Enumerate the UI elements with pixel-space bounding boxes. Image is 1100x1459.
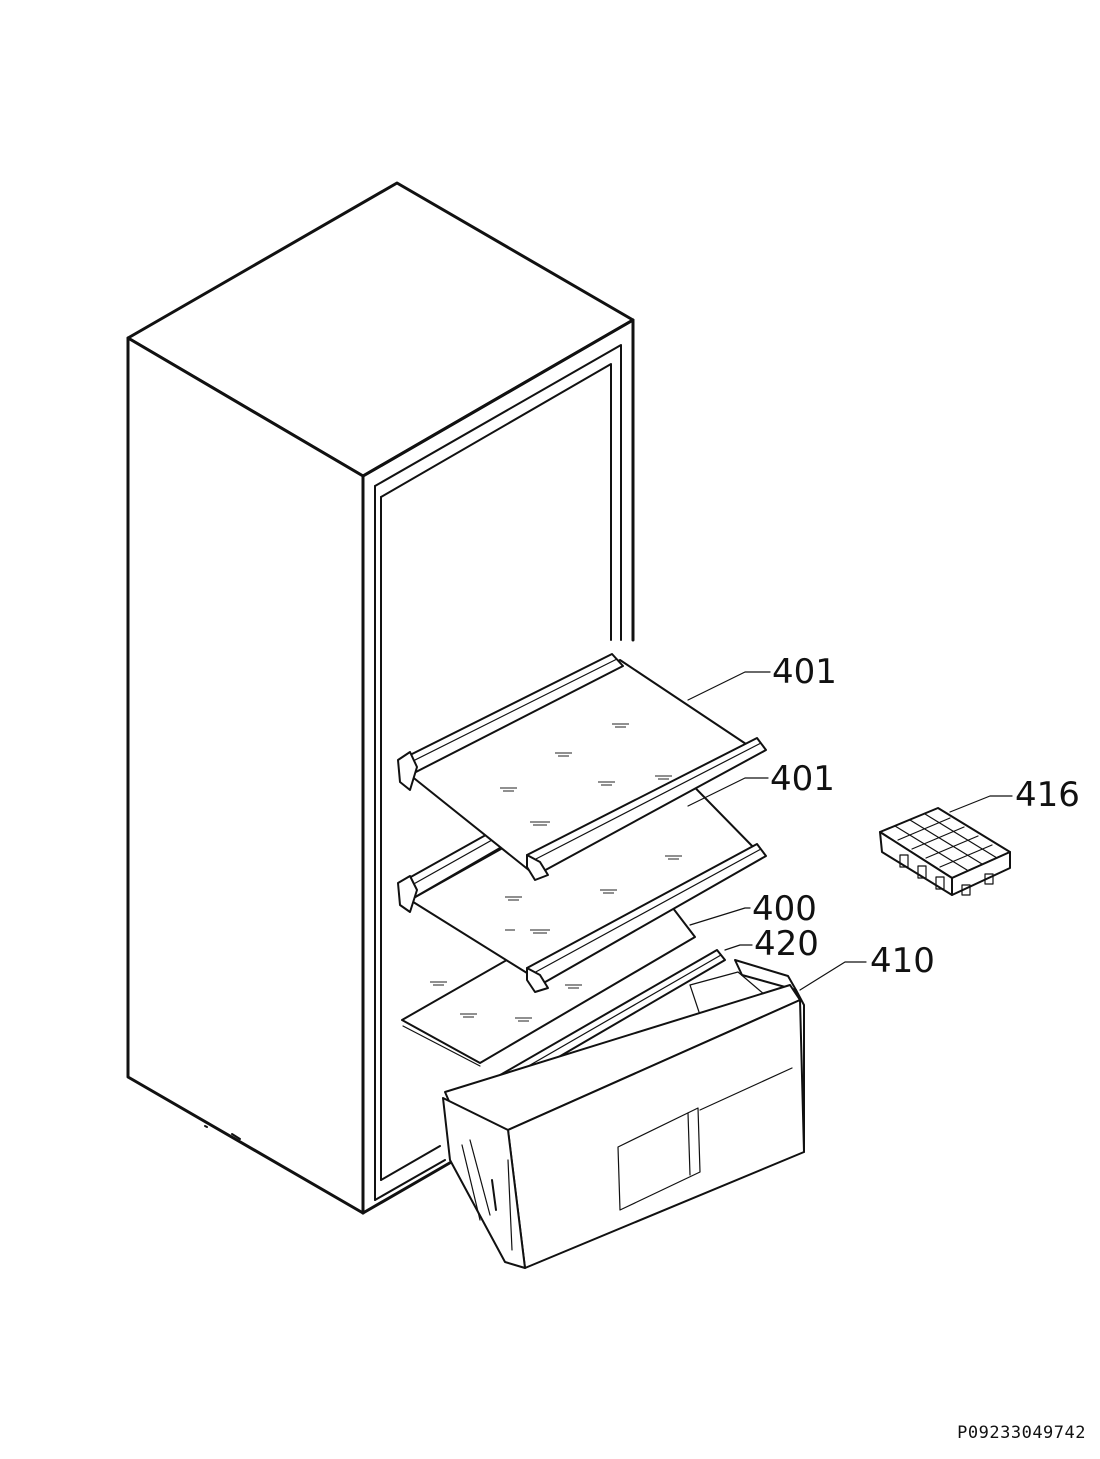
part-number-drawer-rail: 420 bbox=[754, 924, 819, 964]
part-number-shelf-top: 401 bbox=[772, 652, 837, 692]
refrigerator-cabinet bbox=[126, 181, 635, 1215]
leader-shelf-middle bbox=[687, 777, 769, 807]
ice-cube-tray bbox=[879, 807, 1011, 896]
leader-crisper-drawer bbox=[799, 961, 867, 991]
part-number-ice-cube-tray: 416 bbox=[1015, 775, 1080, 815]
leader-shelf-top bbox=[687, 671, 771, 701]
leader-lines bbox=[687, 671, 1013, 991]
leader-ice-cube-tray bbox=[949, 795, 1013, 813]
shelf-top bbox=[397, 653, 767, 881]
leader-drawer-rail bbox=[724, 944, 753, 951]
document-id: P09233049742 bbox=[957, 1423, 1086, 1443]
part-number-crisper-drawer: 410 bbox=[870, 941, 935, 981]
part-number-shelf-middle: 401 bbox=[770, 759, 835, 799]
crisper-drawer bbox=[442, 959, 805, 1269]
part-number-shelf-bottom: 400 bbox=[752, 889, 817, 929]
leader-shelf-bottom bbox=[689, 907, 751, 926]
